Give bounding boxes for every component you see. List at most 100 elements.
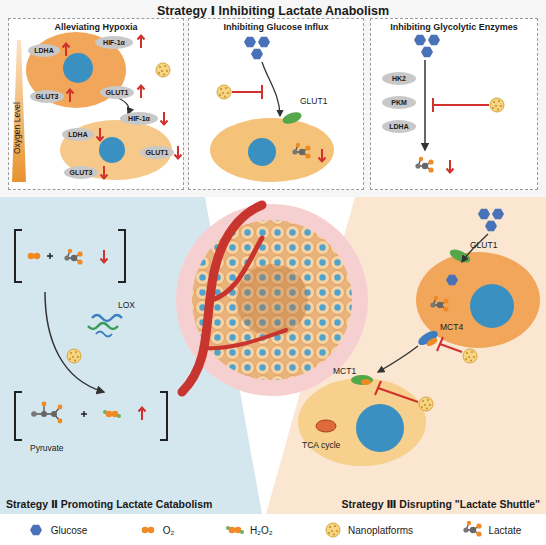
glucose-icon [485,221,497,231]
inhibition-line [375,381,418,402]
protein-oval: LDHA [28,44,60,57]
legend-swatch [137,520,159,540]
decrease-arrow-icon [175,146,182,159]
glucose-icon [251,49,263,59]
nanoplatform-icon [156,63,170,77]
cell-nucleus [356,404,404,452]
nanoplatform-icon [490,98,504,112]
bracket [15,230,22,282]
protein-oval: GLUT1 [140,146,174,159]
protein-name: PKM [382,99,416,106]
cell-nucleus [248,138,276,166]
legend-icon [30,525,42,535]
protein-name: LDHA [62,131,94,138]
protein-name: HIF-1α [95,39,133,46]
decrease-arrow-icon [101,166,108,179]
organelle-label: TCA cycle [302,440,340,450]
lox-protein [92,315,122,321]
legend-item: Lactate [462,520,521,540]
oxygen-wedge [12,40,26,182]
protein-label: MCT1 [333,366,356,376]
protein-oval: PKM [382,96,416,109]
molecule-label: Pyruvate [30,443,64,453]
oxidative-cell [298,378,426,466]
axis-label: Oxygen Level [12,102,22,154]
protein-name: GLUT1 [140,149,174,156]
glucose-icon [492,209,504,219]
lox-protein [96,332,112,337]
protein-oval: GLUT3 [64,166,98,179]
top-band-fill [0,0,546,197]
inhibition-line [437,337,462,352]
tumor-halo [176,204,368,396]
glut1-transporter [281,110,303,126]
enzyme-label: LOX [118,300,135,310]
strategy-subpanel: Inhibiting Glycolytic EnzymesHK2PKMLDHA [370,18,538,190]
glucose-icon [244,37,256,47]
nanoplatform-icon [67,349,81,363]
glycolysis-arrow [424,60,426,150]
legend-swatch [322,520,344,540]
panel-heading: Strategy Ⅰ Inhibiting Lactate Anabolism [0,3,546,18]
strategy-region: Strategy Ⅱ Promoting Lactate Catabolism [0,197,258,514]
legend-swatch [224,520,246,540]
pyruvate-molecule-part [58,419,63,424]
lactate-icon [430,296,448,312]
bracket [15,392,22,440]
protein-oval: GLUT1 [100,86,134,99]
pyruvate-molecule-part [42,402,47,407]
legend-swatch [25,520,47,540]
pyruvate-molecule [31,402,62,424]
protein-name: HK2 [382,75,416,82]
pyruvate-molecule-part [41,411,47,417]
blood-vessel [212,238,262,300]
protein-name: GLUT3 [30,93,64,100]
decrease-arrow-icon [101,250,108,263]
strategy-subpanel: Inhibiting Glucose Influx [188,18,364,190]
mct1-transporter [351,375,373,385]
legend: GlucoseO₂H₂O₂NanoplatformsLactate [0,515,546,545]
legend-icon [226,526,244,534]
plus-icon [81,411,87,417]
lox-protein [88,323,118,329]
inhibition-line [232,85,262,99]
increase-arrow-icon [138,86,145,99]
protein-oval: LDHA [382,120,416,133]
increase-arrow-icon [63,44,70,57]
blood-vessel [182,205,262,392]
legend-icon [464,521,482,537]
legend-item: Glucose [25,520,88,540]
protein-name: GLUT3 [64,169,98,176]
protein-label: MCT4 [440,322,463,332]
decrease-arrow-icon [319,149,326,162]
glucose-icon [428,35,440,45]
cell-nucleus [470,284,514,328]
transition-arrow [118,98,129,114]
protein-oval: HIF-1α [120,112,158,125]
protein-oval: HK2 [382,72,416,85]
glycolytic-cell [416,252,540,348]
pyruvate-molecule-part [31,411,37,417]
peroxide-icon [103,410,121,418]
protein-name: GLUT1 [100,89,134,96]
catalysis-arrow [45,292,104,392]
bracket [118,230,125,282]
panel-heading: Alleviating Hypoxia [9,22,183,32]
nanoplatform-icon [419,397,433,411]
pyruvate-molecule-part [51,411,57,417]
legend-text: Glucose [51,525,88,536]
legend-text: O₂ [163,525,175,536]
legend-text: Lactate [488,525,521,536]
tumor-mass [192,220,352,380]
pyruvate-molecule-part [58,405,63,410]
panel-fill [8,18,184,190]
mct1-transporter-part [361,379,371,385]
panel-heading: Strategy Ⅲ Disrupting "Lactate Shuttle" [342,498,540,510]
glucose-icon [421,47,433,57]
tumor-core [236,264,308,336]
legend-text: Nanoplatforms [348,525,413,536]
legend-icon [141,527,154,534]
lactate-icon [64,249,82,265]
